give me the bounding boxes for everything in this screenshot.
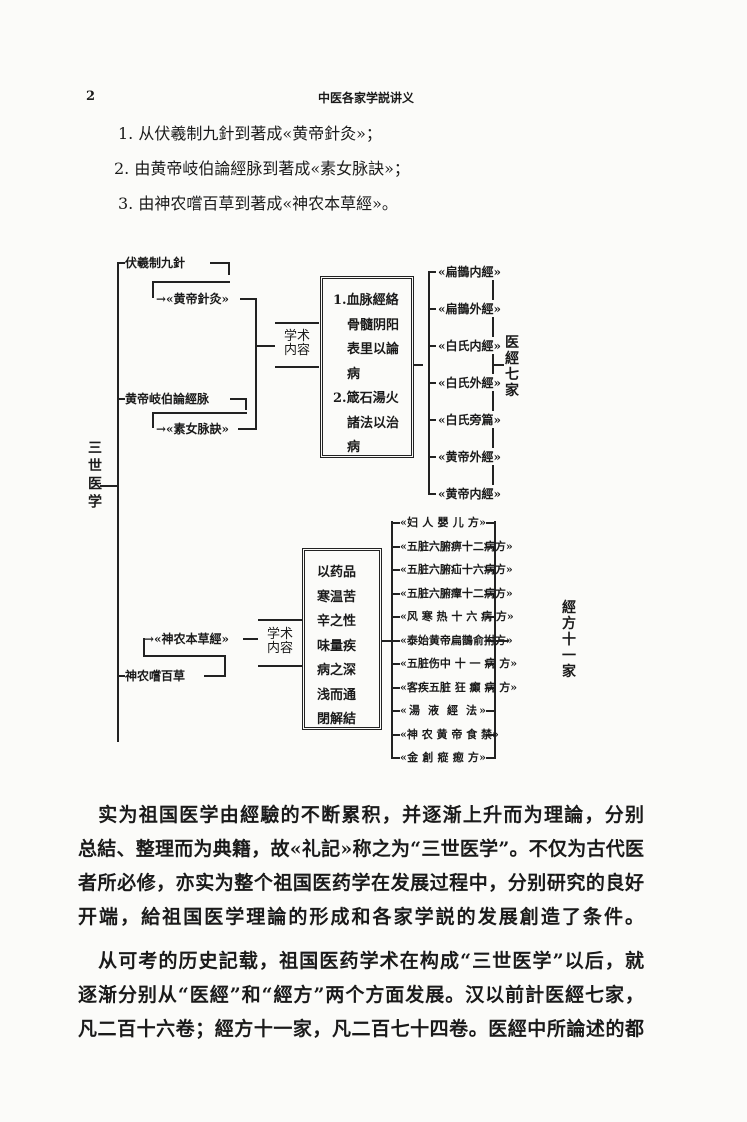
connector — [381, 640, 391, 642]
text-line: 者所必修，亦实为整个祖国医药学在发展过程中，分别研究的良好 — [78, 872, 644, 894]
connector — [240, 298, 257, 300]
content-line: 浅而通 — [317, 687, 357, 703]
origin-label: 神农嚐百草 — [125, 669, 186, 683]
list-item: 1. 从伏羲制九針到著成«黄帝針灸»； — [118, 124, 382, 143]
book-item: «五脏六腑癉十二病方» — [400, 584, 513, 601]
text-line: 从可考的历史記载，祖国医药学术在构成“三世医学”以后，就 — [78, 950, 644, 972]
content-box: 以药品寒温苦辛之性味量疾病之深浅而通閉解結 — [302, 548, 382, 730]
root-label: 三世医学 — [86, 440, 102, 512]
connector — [204, 675, 226, 677]
connector — [255, 345, 275, 347]
origin-label: 伏羲制九針 — [125, 256, 186, 270]
connector — [230, 398, 246, 400]
book-item: «五脏六腑疝十六病方» — [400, 561, 513, 577]
content-line: 骨髓阴阳 — [347, 317, 400, 333]
content-line: 病之深 — [317, 663, 357, 678]
connector — [117, 398, 125, 400]
connector — [143, 655, 225, 657]
book-item: «妇 人 嬰 儿 方» — [400, 514, 486, 530]
connector — [210, 262, 230, 264]
connector — [152, 281, 230, 283]
connector — [413, 364, 423, 366]
content-line: 表里以論 — [347, 342, 400, 357]
connector — [152, 281, 154, 298]
text-line: 逐渐分别从“医經”和“經方”两个方面发展。汉以前計医經七家， — [78, 984, 644, 1006]
content-line: 辛之性 — [317, 614, 357, 629]
connector — [152, 412, 247, 414]
book-item: «五脏伤中 十 一 病 方» — [400, 655, 518, 671]
group-label: 經方十一家 — [562, 600, 576, 680]
connector — [494, 364, 504, 366]
book-label: →«神农本草經» — [144, 632, 230, 646]
text-line: 凡二百十六卷；經方十一家，凡二百七十四卷。医經中所論述的都 — [78, 1018, 644, 1040]
book-label: →«素女脉訣» — [156, 422, 230, 436]
group-label: 医經七家 — [505, 335, 519, 399]
bracket-left — [391, 521, 393, 757]
content-line: 閉解結 — [317, 712, 357, 727]
list-item: 3. 由神农嚐百草到著成«神农本草經»。 — [118, 194, 398, 213]
connector — [238, 428, 257, 430]
book-item: «湯 液 經 法» — [400, 702, 486, 718]
connector — [224, 655, 226, 675]
book-item: «扁鵲内經» — [436, 263, 504, 280]
book-item: «客疾五脏 狂 癲 病 方» — [400, 678, 518, 695]
page-number: 2 — [86, 89, 96, 104]
connector — [496, 640, 508, 642]
connector — [143, 638, 145, 655]
root-line — [117, 262, 119, 742]
connector — [243, 638, 258, 640]
connector — [245, 398, 247, 410]
book-item: «黄帝外經» — [436, 448, 504, 465]
book-item: «泰始黄帝扁鵲俞拊方» — [400, 631, 513, 648]
bracket-right — [494, 521, 496, 757]
book-item: «白氏旁篇» — [436, 411, 504, 428]
origin-label: 黄帝岐伯論經脉 — [125, 392, 210, 406]
book-item: «黄帝内經» — [436, 485, 504, 502]
section-label: 学术内容 — [283, 329, 310, 358]
content-line: 味量疾 — [317, 638, 357, 654]
book-item: «白氏外經» — [436, 374, 504, 391]
content-line: 諸法以治 — [347, 415, 400, 431]
text-line: 实为祖国医学由經驗的不断累积，并逐渐上升而为理論，分别 — [78, 804, 644, 826]
book-item: «白氏内經» — [436, 337, 504, 354]
list-item: 2. 由黄帝岐伯論經脉到著成«素女脉訣»； — [114, 159, 410, 178]
content-line: 病 — [347, 366, 361, 382]
root-connector — [100, 485, 117, 487]
book-item: «神 农 黄 帝 食 禁» — [400, 725, 499, 742]
content-line: 2.箴石湯火 — [333, 391, 399, 406]
content-line: 1.血脉經絡 — [333, 293, 399, 308]
connector — [152, 412, 154, 428]
connector — [117, 675, 125, 677]
content-line: 病 — [347, 440, 361, 455]
running-title: 中医各家学説讲义 — [318, 91, 415, 105]
book-item: «金 創 瘲 瘛 方» — [400, 749, 486, 765]
book-label: →«黄帝針灸» — [156, 292, 230, 306]
connector — [228, 262, 230, 275]
book-item: «扁鵲外經» — [436, 300, 504, 317]
label-box: 学术内容 — [258, 619, 302, 667]
label-box: 学术内容 — [275, 322, 319, 368]
content-line: 寒温苦 — [317, 589, 357, 605]
section-label: 学术内容 — [266, 627, 293, 656]
content-line: 以药品 — [317, 565, 357, 580]
connector — [255, 298, 257, 428]
text-line: 总結、整理而为典籍，故«礼記»称之为“三世医学”。不仅为古代医 — [78, 838, 644, 860]
book-item: «五脏六腑痹十二病方» — [400, 537, 513, 554]
book-item: «风 寒 热 十 六 病 方» — [400, 608, 514, 624]
connector — [117, 262, 125, 264]
text-line: 开端，給祖国医学理論的形成和各家学説的发展創造了条件。 — [78, 906, 644, 928]
